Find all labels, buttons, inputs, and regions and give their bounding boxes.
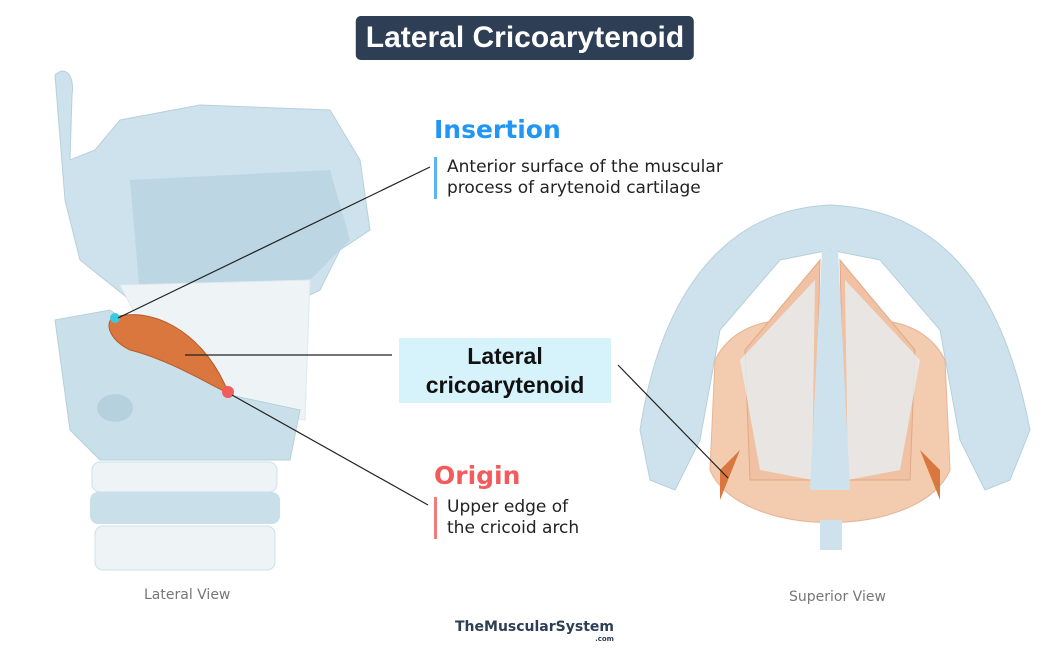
insertion-line-2: process of arytenoid cartilage (447, 178, 701, 198)
origin-line-1: Upper edge of (447, 497, 569, 517)
logo-main: TheMuscularSystem (455, 619, 614, 635)
insertion-line-1: Anterior surface of the muscular (447, 157, 723, 177)
origin-description: Upper edge of the cricoid arch (434, 497, 579, 539)
lateral-view-caption: Lateral View (144, 587, 231, 603)
insertion-description: Anterior surface of the muscular process… (434, 157, 723, 199)
muscle-label: Lateral cricoarytenoid (399, 338, 611, 403)
origin-heading: Origin (434, 461, 521, 490)
muscle-label-line-1: Lateral (467, 343, 543, 369)
lateral-view-illustration (54, 70, 371, 571)
site-logo: TheMuscularSystem .com (455, 619, 614, 643)
superior-view-illustration (639, 204, 1031, 550)
page-title: Lateral Cricoarytenoid (355, 16, 695, 60)
muscle-label-line-2: cricoarytenoid (425, 372, 585, 398)
superior-view-caption: Superior View (789, 589, 886, 605)
insertion-heading: Insertion (434, 115, 561, 144)
origin-line-2: the cricoid arch (447, 518, 580, 538)
leader-lines (117, 166, 729, 506)
logo-suffix: .com (595, 635, 614, 643)
